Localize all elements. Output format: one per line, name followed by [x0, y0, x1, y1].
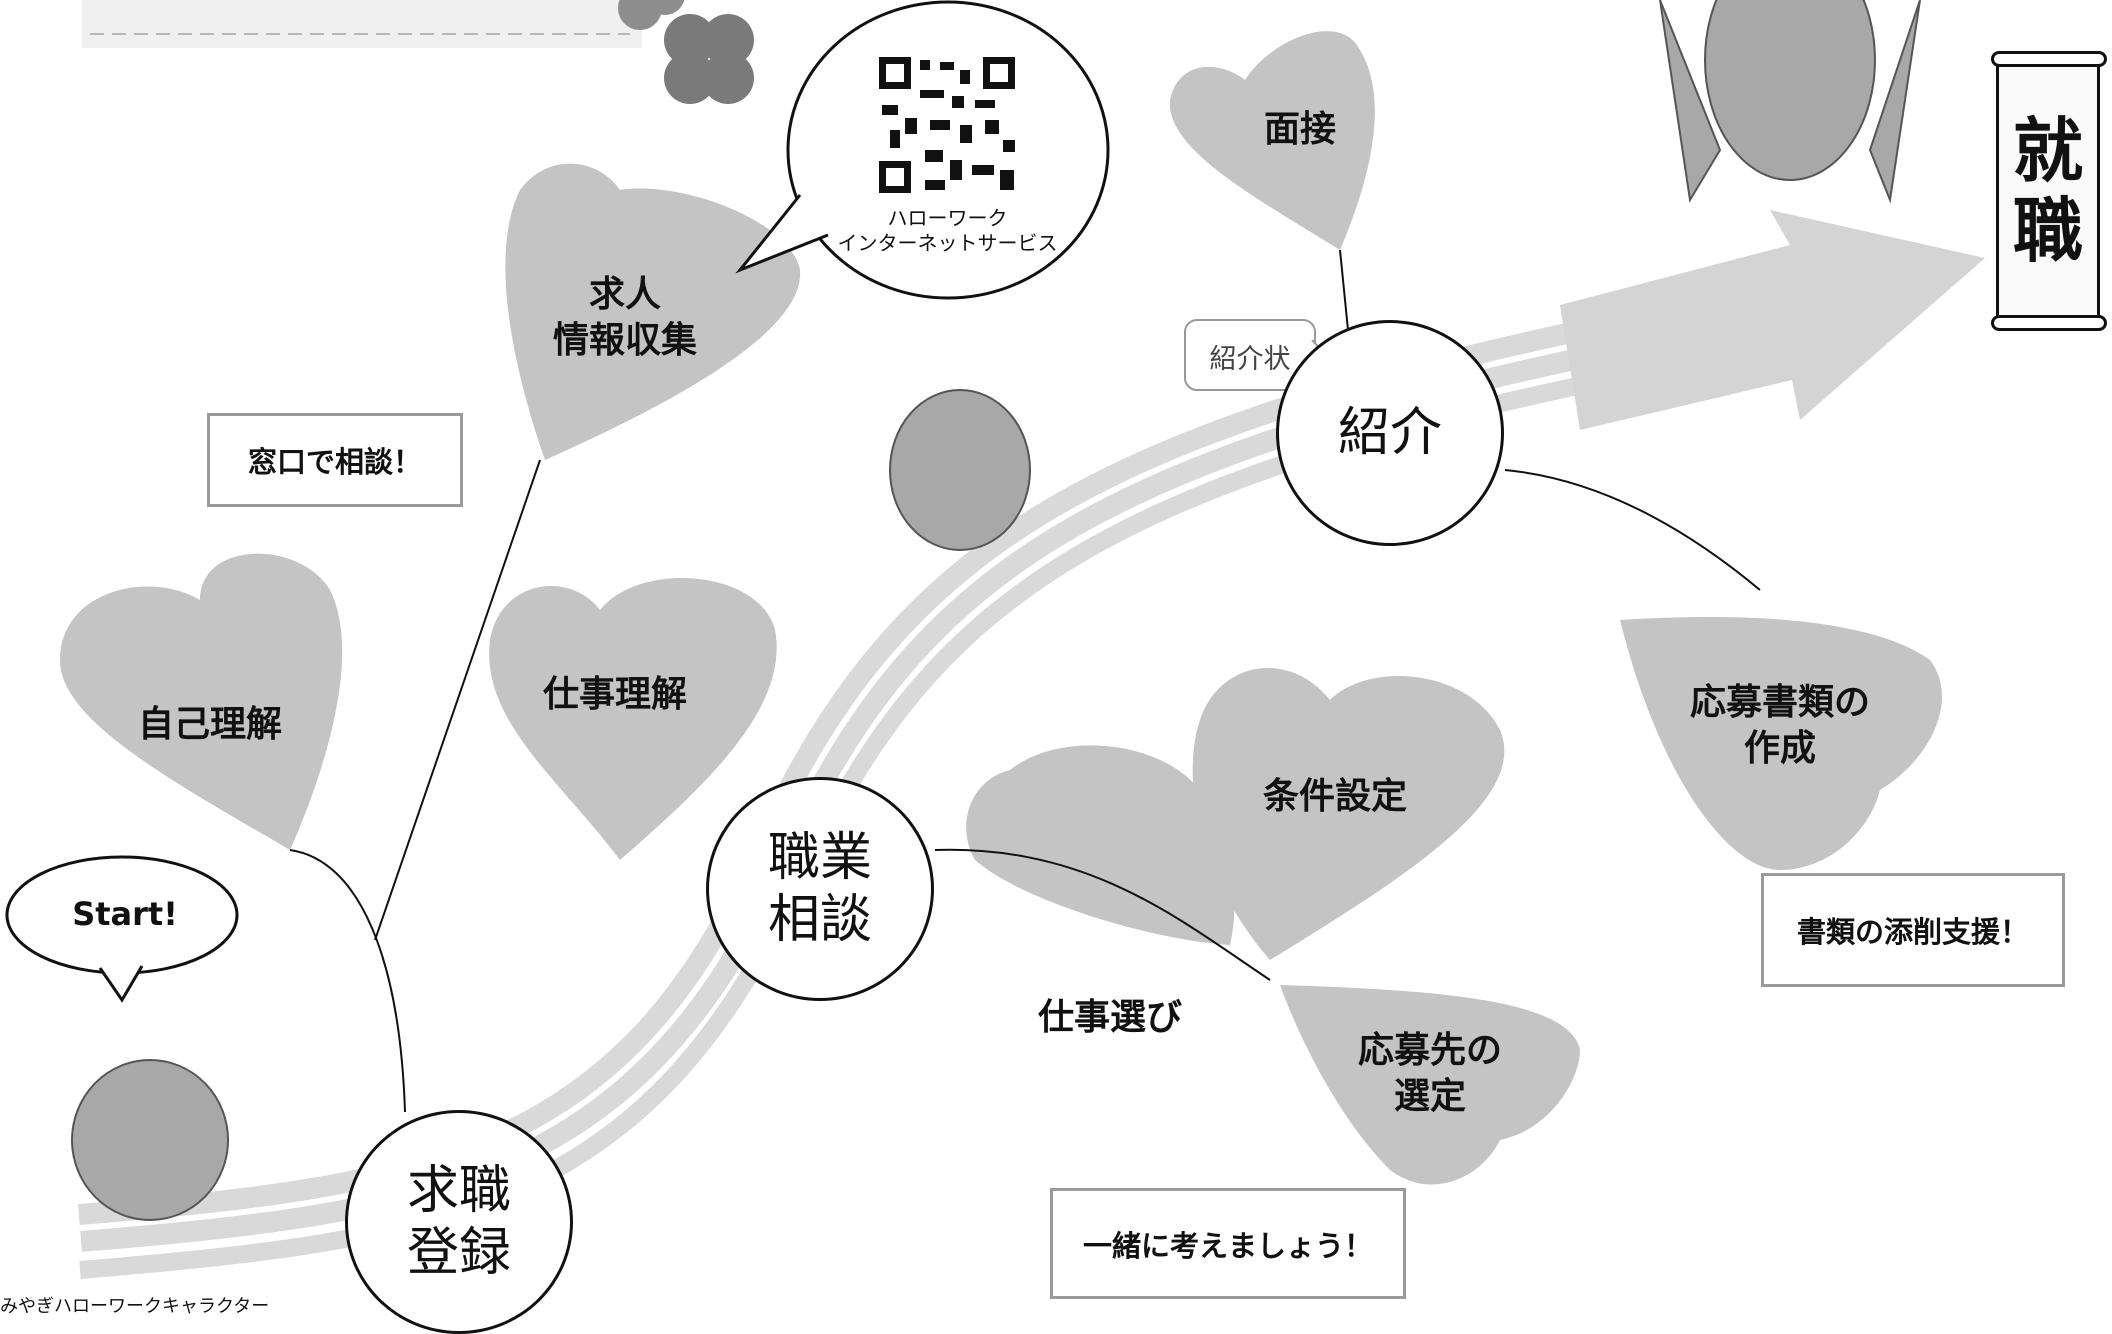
heart-oubosaki	[1280, 985, 1580, 1185]
note-tensaku: 書類の添削支援！	[1761, 873, 2065, 987]
note-madoguchi: 窓口で相談！	[207, 413, 463, 507]
bird-mascot-icon	[71, 0, 1921, 1221]
heart-oubo-shorui	[1620, 616, 1942, 870]
heart-kyujin-joho	[505, 163, 801, 460]
mascot-caption: みやぎハローワークキャラクター	[0, 1296, 270, 1317]
goal-scroll: 就 職	[1991, 51, 2107, 331]
heart-label-shigoto-rikai: 仕事理解	[542, 674, 687, 715]
step-kyushoku-toroku: 求職 登録	[345, 1110, 573, 1334]
heart-shigoto-erabi	[966, 745, 1235, 945]
flower-icon	[618, 0, 754, 104]
heart-label-kyujin-joho: 求人 情報収集	[552, 274, 697, 361]
heart-label-shigoto-erabi: 仕事選び	[1037, 997, 1182, 1038]
note-issho: 一緒に考えましょう！	[1050, 1188, 1406, 1299]
heart-label-mensetsu: 面接	[1263, 109, 1336, 150]
paper-strip	[82, 0, 642, 48]
qr-caption-line2: インターネットサービス	[837, 231, 1058, 255]
start-bubble-text: Start!	[72, 895, 178, 933]
qr-caption-line1: ハローワーク	[887, 206, 1008, 230]
step-shokugyo-sodan: 職業 相談	[706, 777, 934, 1001]
step-shokai: 紹介	[1276, 320, 1504, 546]
heart-label-oubo-shorui: 応募書類の 作成	[1689, 682, 1870, 769]
shokaijo-text: 紹介状	[1209, 344, 1291, 375]
heart-label-joken-settei: 条件設定	[1262, 776, 1407, 817]
start-bubble	[5, 855, 239, 1003]
connector-lines	[289, 249, 1761, 1113]
qr-code-icon	[877, 55, 1017, 195]
heart-label-oubosaki: 応募先の 選定	[1357, 1030, 1502, 1117]
heart-shigoto-rikai	[489, 577, 777, 860]
heart-joken-settei	[1192, 667, 1505, 960]
heart-label-jiko-rikai: 自己理解	[137, 704, 282, 745]
heart-mensetsu	[1169, 31, 1375, 250]
heart-jiko-rikai	[60, 553, 343, 850]
hearts	[60, 31, 1942, 1185]
